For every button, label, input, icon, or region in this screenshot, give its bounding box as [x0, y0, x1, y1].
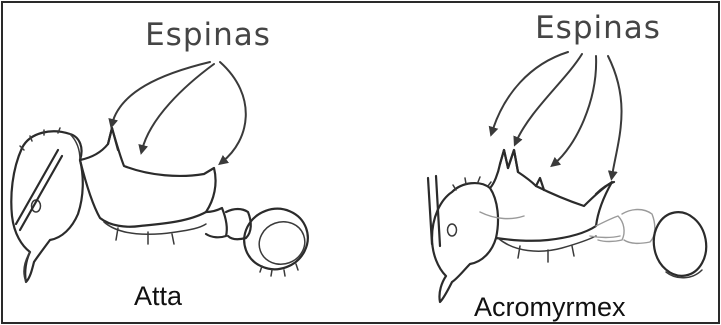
atta-petiole	[206, 208, 227, 237]
acromyrmex-pointer-2	[516, 54, 582, 142]
atta-head-occiput	[70, 134, 80, 160]
acromyrmex-pointer-3	[554, 56, 596, 164]
acromyrmex-genus-label: Acromyrmex	[474, 292, 626, 322]
acromyrmex-gaster	[649, 208, 711, 280]
atta-spine-pointers	[112, 62, 246, 162]
atta-pointer-2	[142, 64, 214, 150]
acromyrmex-antenna	[428, 176, 440, 246]
acromyrmex-eye	[448, 224, 457, 236]
atta-leg-stubs	[116, 228, 174, 244]
atta-pointer-3	[220, 62, 246, 162]
atta-head	[11, 131, 82, 282]
acromyrmex-leg-stubs	[518, 246, 574, 262]
atta-mesosoma	[80, 128, 216, 227]
acromyrmex-spines-label: Espinas	[535, 10, 661, 46]
acromyrmex-ant-drawing	[428, 150, 711, 302]
atta-genus-label: Atta	[134, 281, 183, 311]
atta-postpetiole	[226, 209, 251, 239]
acromyrmex-postpetiole	[622, 210, 655, 244]
atta-gaster-inner	[253, 215, 311, 270]
acromyrmex-pointer-4	[608, 56, 622, 176]
acromyrmex-spines	[500, 150, 614, 194]
atta-ant-drawing	[11, 128, 316, 282]
acromyrmex-thorax-underside	[498, 236, 596, 251]
atta-spines-label: Espinas	[145, 17, 271, 53]
atta-antenna	[16, 150, 62, 230]
acromyrmex-head	[432, 183, 498, 302]
atta-spine-front	[108, 128, 118, 150]
